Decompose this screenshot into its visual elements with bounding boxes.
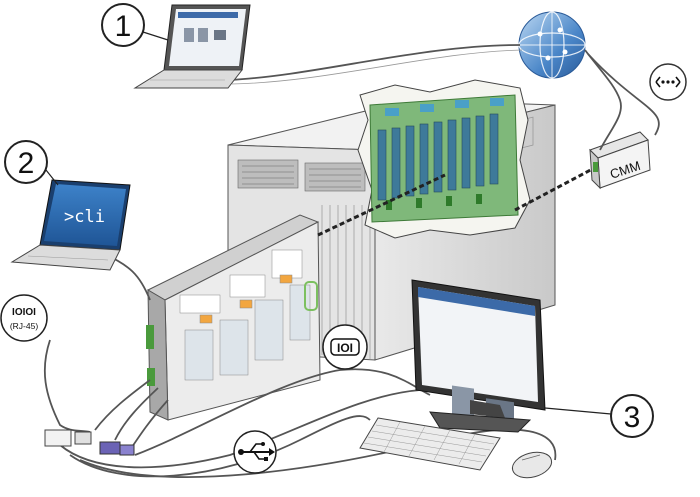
usb-icon — [233, 430, 277, 474]
callout-1: 1 — [101, 3, 169, 47]
fan-grilles — [237, 159, 366, 192]
callout-1-number: 1 — [115, 10, 132, 43]
video-port-icon: IOI — [322, 324, 368, 370]
ethernet-icon: IOIOI (RJ-45) — [0, 294, 48, 342]
callout-3-number: 3 — [624, 401, 641, 434]
monitor — [411, 279, 546, 433]
callout-3: 3 — [544, 394, 654, 438]
mouse — [511, 451, 553, 479]
laptop-web-interface — [133, 4, 251, 89]
dongle-cable-connectors — [44, 429, 135, 456]
network-dots-icon — [649, 63, 687, 101]
midplane-connection-lines — [317, 163, 601, 237]
blade-board-components — [179, 249, 311, 381]
cli-screen-text: >cli — [64, 207, 105, 227]
keyboard — [359, 417, 501, 471]
laptop-cli: >cli — [10, 179, 131, 271]
callout-2-number: 2 — [18, 147, 35, 180]
server-blade — [146, 214, 321, 421]
cmm-module: CMM — [589, 131, 651, 190]
midplane-cutaway — [357, 79, 531, 239]
ethernet-symbol: IOIOI — [12, 307, 36, 318]
callout-2: 2 — [4, 140, 59, 186]
ethernet-rj45-label: (RJ-45) — [10, 321, 39, 331]
globe-icon — [518, 11, 586, 79]
video-symbol: IOI — [337, 341, 353, 355]
cables — [43, 44, 660, 478]
